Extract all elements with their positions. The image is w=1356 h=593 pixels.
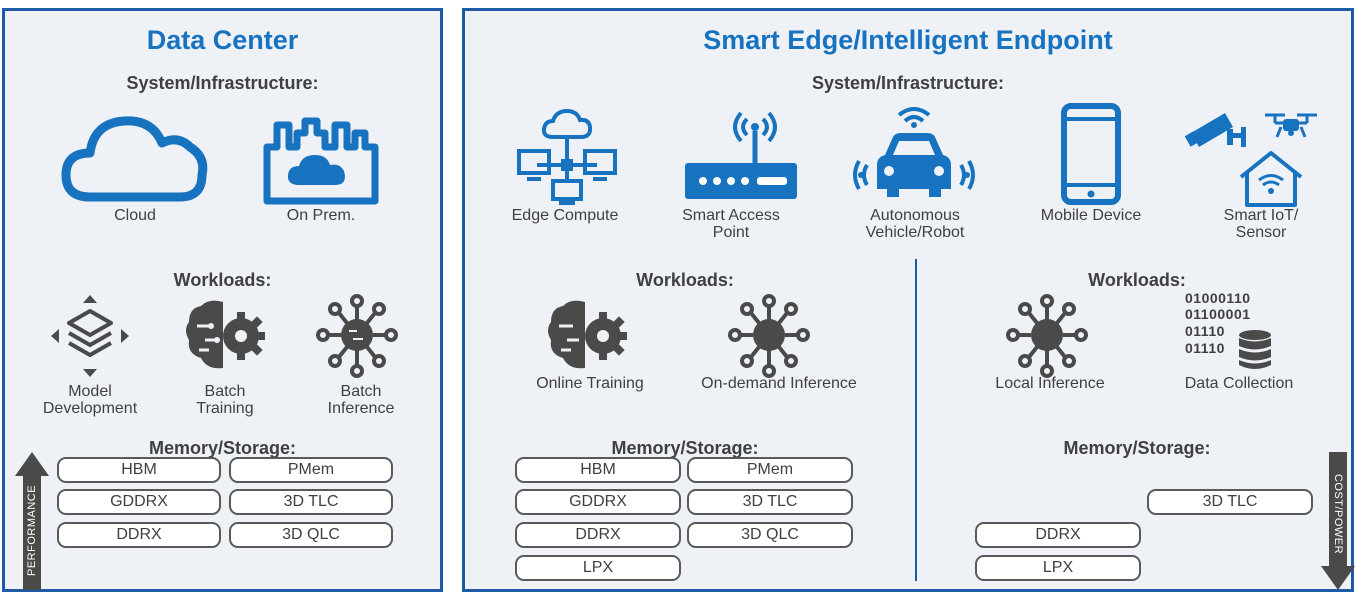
smart-edge-title: Smart Edge/Intelligent Endpoint	[703, 25, 1113, 55]
cost-power-label: COST/POWER	[1332, 473, 1344, 555]
edge-system-heading: System/Infrastructure:	[811, 73, 1005, 93]
iot-sensor-icon	[1185, 113, 1317, 207]
memory-3d-qlc: 3D QLC	[687, 522, 853, 548]
online-training-label: Online Training	[536, 375, 644, 392]
memory-gddrx: GDDRX	[57, 489, 221, 515]
smart-edge-panel: Smart Edge/Intelligent Endpoint System/I…	[462, 8, 1355, 592]
local-inference-label: Local Inference	[995, 375, 1105, 392]
layers-icon	[51, 295, 129, 377]
batch-inference-label: Batch Inference	[327, 383, 395, 417]
edge-right-workloads-heading: Workloads:	[1088, 270, 1186, 290]
memory-ddrx: DDRX	[515, 522, 681, 548]
brain-gear-icon	[186, 300, 265, 369]
neural-network-icon	[316, 294, 398, 378]
brain-gear-icon	[548, 300, 627, 369]
database-icon	[1239, 330, 1271, 369]
memory-lpx: LPX	[515, 555, 681, 581]
edge-compute-icon	[517, 108, 617, 205]
edge-left-memory-heading: Memory/Storage:	[611, 438, 759, 458]
data-collection-label: Data Collection	[1184, 375, 1294, 392]
cloud-icon	[61, 116, 208, 202]
cost-power-arrow	[1321, 452, 1355, 590]
smart-access-point-label: Smart Access Point	[682, 207, 780, 241]
edge-compute-label: Edge Compute	[511, 207, 619, 224]
autonomous-vehicle-label: Autonomous Vehicle/Robot	[865, 207, 965, 241]
binary-line-1: 01000110	[1185, 290, 1251, 306]
neural-network-icon	[728, 294, 810, 378]
model-development-label: Model Development	[42, 383, 138, 417]
edge-divider	[915, 259, 917, 581]
dc-system-heading: System/Infrastructure:	[126, 73, 319, 93]
mobile-device-label: Mobile Device	[1040, 207, 1142, 224]
batch-training-label: Batch Training	[196, 383, 254, 417]
memory-pmem: PMem	[687, 457, 853, 483]
on-demand-inference-label: On-demand Inference	[701, 375, 857, 392]
data-center-panel: Data Center System/Infrastructure: Cloud…	[2, 8, 443, 592]
memory-3d-tlc: 3D TLC	[229, 489, 393, 515]
dc-memory-heading: Memory/Storage:	[148, 438, 297, 458]
binary-line-2: 01100001	[1185, 306, 1251, 322]
on-prem-icon	[263, 117, 379, 205]
memory-lpx: LPX	[975, 555, 1141, 581]
smart-iot-sensor-label: Smart IoT/ Sensor	[1223, 207, 1299, 241]
memory-hbm: HBM	[515, 457, 681, 483]
performance-arrow	[15, 452, 49, 590]
cloud-label: Cloud	[114, 207, 156, 224]
memory-ddrx: DDRX	[57, 522, 221, 548]
memory-ddrx: DDRX	[975, 522, 1141, 548]
memory-hbm: HBM	[57, 457, 221, 483]
neural-network-icon	[1006, 294, 1088, 378]
car-wifi-icon	[853, 107, 975, 197]
mobile-phone-icon	[1061, 103, 1121, 205]
dc-workloads-heading: Workloads:	[173, 270, 272, 290]
memory-pmem: PMem	[229, 457, 393, 483]
memory-gddrx: GDDRX	[515, 489, 681, 515]
binary-line-3: 01110	[1185, 323, 1225, 339]
performance-label: PERFORMANCE	[26, 484, 38, 576]
memory-3d-tlc: 3D TLC	[1147, 489, 1313, 515]
memory-3d-qlc: 3D QLC	[229, 522, 393, 548]
binary-line-4: 01110	[1185, 340, 1225, 356]
on-prem-label: On Prem.	[286, 207, 356, 224]
router-wifi-icon	[685, 111, 797, 199]
data-center-title: Data Center	[146, 25, 299, 55]
edge-right-memory-heading: Memory/Storage:	[1063, 438, 1211, 458]
memory-3d-tlc: 3D TLC	[687, 489, 853, 515]
edge-left-workloads-heading: Workloads:	[636, 270, 734, 290]
